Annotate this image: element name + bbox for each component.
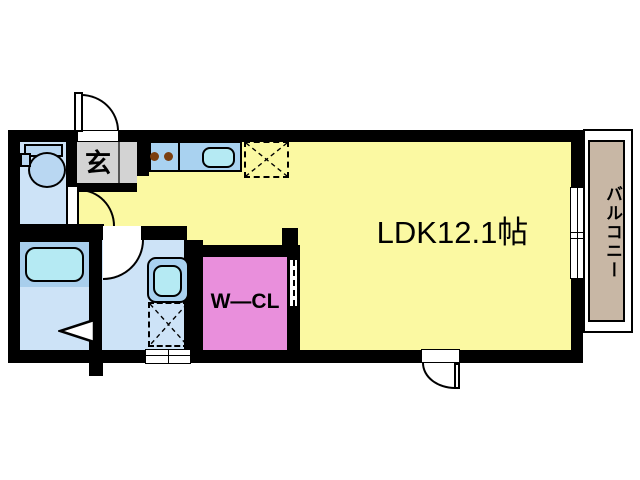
bathroom-floor — [20, 287, 89, 350]
wall-entrance-kitchen — [137, 142, 149, 176]
wall-entrance-step — [77, 183, 137, 192]
toilet-handle — [20, 153, 31, 167]
entrance-area — [77, 142, 137, 183]
south-door-threshold — [421, 349, 460, 363]
ldk-label: LDK12.1帖 — [376, 215, 529, 250]
bathtub-icon — [25, 247, 84, 282]
balcony-sliding-window — [570, 187, 584, 279]
closet-sliding-door — [288, 258, 299, 308]
refrigerator-space — [244, 141, 289, 178]
toilet-door-leaf — [66, 185, 79, 226]
balcony-floor — [588, 140, 625, 322]
entrance-label: 玄 — [84, 148, 111, 178]
kitchen-sink-icon — [202, 147, 235, 168]
wall-top — [8, 130, 583, 142]
washroom-door-threshold — [103, 226, 141, 241]
wall-stub-south — [89, 362, 103, 376]
wall-left — [8, 130, 20, 363]
south-door-arc — [422, 363, 455, 389]
bathroom-folding-door-icon — [58, 318, 96, 344]
closet-door-track — [293, 260, 295, 306]
entrance-divider — [118, 142, 120, 183]
walk-in-closet-label: W—CL — [210, 290, 280, 313]
washing-machine-space — [148, 302, 189, 347]
wall-toilet-bathroom — [8, 224, 104, 242]
washbasin-bowl-icon — [153, 265, 182, 297]
walk-in-closet — [203, 257, 287, 350]
balcony-label: バルコニー — [603, 184, 622, 280]
kitchen-counter-divider — [178, 143, 180, 170]
toilet-icon — [28, 152, 66, 188]
stove-burner-icon — [164, 152, 173, 161]
entrance-door-arc — [81, 94, 119, 131]
wall-stub-closet — [282, 228, 298, 258]
entrance-door-threshold — [77, 130, 119, 142]
wall-toilet-entrance — [66, 142, 79, 186]
stove-burner-icon — [150, 152, 159, 161]
wall-closet-top — [172, 245, 300, 258]
washroom-window — [145, 349, 191, 364]
south-door-leaf — [454, 363, 460, 389]
